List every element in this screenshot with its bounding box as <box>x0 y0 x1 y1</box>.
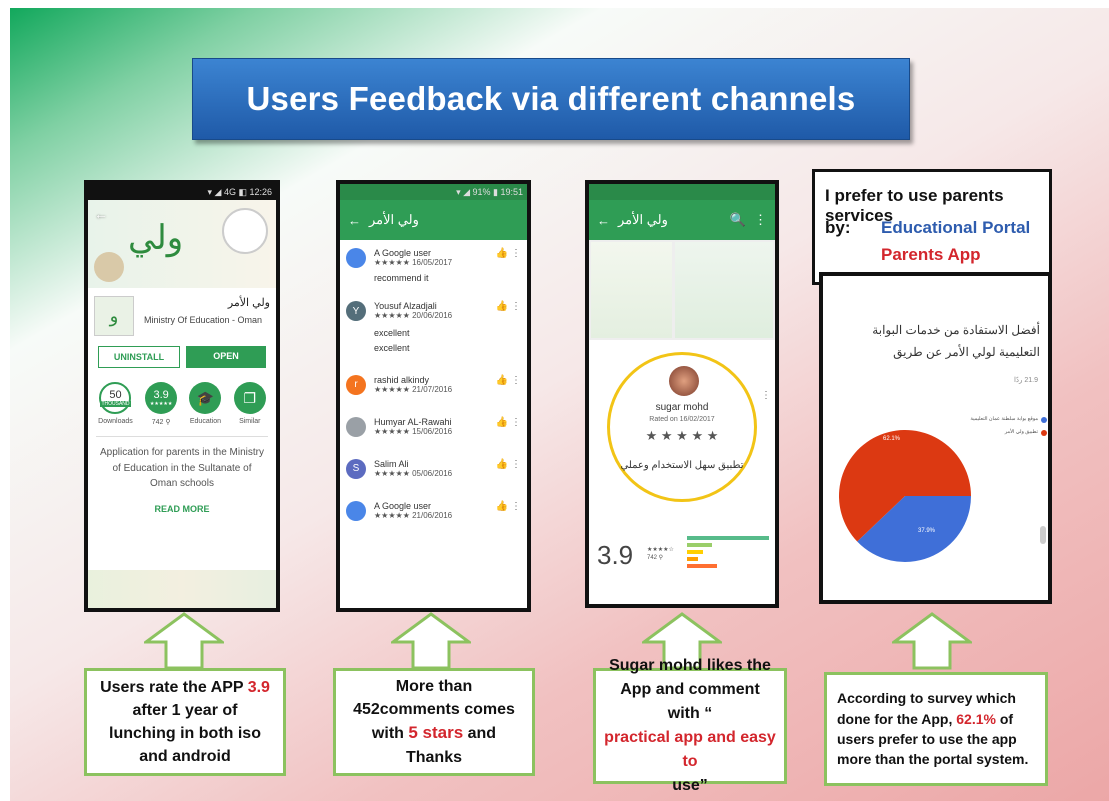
pie-slice-portal <box>857 496 971 562</box>
similar-icon: ❐ <box>233 382 266 414</box>
rating-bars <box>687 536 769 568</box>
reviewer-name: sugar mohd <box>655 402 709 413</box>
caption-review: Sugar mohd likes the App and comment wit… <box>593 657 787 794</box>
emblem-icon <box>222 208 268 254</box>
app-name: ولي الأمر <box>227 297 270 309</box>
more-icon[interactable]: ⋮ <box>754 212 767 227</box>
caption-survey: According to survey which done for the A… <box>824 672 1048 786</box>
avatar <box>346 416 366 437</box>
phone-screenshot-review-detail: ← ولي الأمر 🔍 ⋮ sugar mohd Rated on 16/0… <box>585 180 779 608</box>
scroll-handle[interactable] <box>1040 526 1046 544</box>
app-bar-title: ولي الأمر <box>369 212 419 227</box>
back-arrow-icon[interactable]: ← <box>597 212 610 228</box>
avatar: Y <box>346 301 366 321</box>
review-item: A Google user ★★★★★ 21/06/2016 👍 ⋮ <box>340 483 527 525</box>
phone-screenshot-reviews: ▾ ◢ 91% ▮ 19:51 ← ولي الأمر A Google use… <box>336 180 531 612</box>
logo-icon: ولي <box>128 218 184 258</box>
review-item: r rashid alkindy ★★★★★ 21/07/2016 👍 ⋮ <box>340 361 527 399</box>
status-bar <box>589 184 775 200</box>
callout-box: I prefer to use parents services by: Edu… <box>812 169 1052 285</box>
education-icon: 🎓 <box>189 382 222 414</box>
reviewer-avatar <box>669 366 699 396</box>
app-bar: ← ولي الأمر 🔍 ⋮ <box>589 200 775 240</box>
back-arrow-icon[interactable]: ← <box>94 206 108 222</box>
thumbs-up-icon[interactable]: 👍 ⋮ <box>495 500 521 512</box>
callout-option-app: Parents App <box>881 245 981 264</box>
survey-question: أفضل الاستفادة من خدمات البوابة التعليمي… <box>872 323 1040 359</box>
stat-downloads: 50 THOUSAND Downloads <box>98 382 133 426</box>
app-description: Application for parents in the Ministry … <box>100 447 264 489</box>
avatar <box>346 248 366 268</box>
downloads-value: 50 <box>109 389 122 401</box>
legend-swatch-blue <box>1041 417 1047 423</box>
caption-comments: More than 452comments comes with 5 stars… <box>333 668 535 776</box>
screenshot-gallery <box>589 240 775 340</box>
stat-rating: 3.9 ★★★★★ 742 ⚲ <box>145 382 178 426</box>
phone-screenshot-play-store: ▾ ◢ 4G ◧ 12:26 ← ولي و ولي الأمر Ministr… <box>84 180 280 612</box>
thumbs-up-icon[interactable]: 👍 ⋮ <box>495 248 521 259</box>
stat-education[interactable]: 🎓 Education <box>189 382 222 426</box>
avatar <box>346 500 366 521</box>
chart-legend: موقع بوابة سلطنة عمان التعليمية تطبيق ول… <box>963 416 1047 436</box>
avatar: r <box>346 374 366 395</box>
screenshot-strip <box>88 570 276 608</box>
review-item: S Salim Ali ★★★★★ 05/06/2016 👍 ⋮ <box>340 441 527 483</box>
open-button[interactable]: OPEN <box>186 346 266 368</box>
thumbs-up-icon[interactable]: 👍 ⋮ <box>495 301 521 312</box>
uninstall-button[interactable]: UNINSTALL <box>98 346 180 368</box>
review-comment: تطبيق سهل الاستخدام وعملي <box>620 460 744 471</box>
average-rating: 3.9 <box>597 540 634 570</box>
survey-pie-chart: 62.1% 37.9% <box>839 430 971 562</box>
developer-name[interactable]: Ministry Of Education - Oman <box>144 315 263 325</box>
legend-swatch-red <box>1041 430 1047 436</box>
callout-option-portal: Educational Portal <box>881 218 1031 237</box>
more-icon[interactable]: ⋮ <box>761 390 771 401</box>
review-item: Humyar AL-Rawahi ★★★★★ 15/06/2016 👍 ⋮ <box>340 399 527 441</box>
survey-responses: 21.9 ردًا <box>1013 377 1038 384</box>
review-list: A Google user ★★★★★ 16/05/2017 recommend… <box>340 240 527 525</box>
slice-label-blue: 37.9% <box>918 528 936 534</box>
rating-value: 3.9 <box>153 389 169 401</box>
thumbs-up-icon[interactable]: 👍 ⋮ <box>495 374 521 386</box>
status-bar: ▾ ◢ 4G ◧ 12:26 <box>88 184 276 200</box>
legend-label-app: تطبيق ولي الأمر <box>1004 429 1038 435</box>
thumbs-up-icon[interactable]: 👍 ⋮ <box>495 458 521 470</box>
legend-label-portal: موقع بوابة سلطنة عمان التعليمية <box>970 416 1038 422</box>
thumbs-up-icon[interactable]: 👍 ⋮ <box>495 416 521 428</box>
search-icon[interactable]: 🔍 <box>729 212 746 227</box>
rating-stars: ★★★★☆ <box>647 547 674 553</box>
app-banner: ← ولي <box>88 200 276 288</box>
up-arrow-icon <box>391 612 471 670</box>
stat-similar[interactable]: ❐ Similar <box>233 382 266 426</box>
slice-label-red: 62.1% <box>883 436 901 442</box>
callout-text: I prefer to use parents services <box>825 186 1004 225</box>
app-bar-title: ولي الأمر <box>618 212 668 227</box>
up-arrow-icon <box>144 612 224 670</box>
app-bar: ← ولي الأمر <box>340 200 527 240</box>
rated-date: Rated on 16/02/2017 <box>649 416 715 423</box>
review-stars: ★ ★ ★ ★ ★ <box>645 428 719 443</box>
up-arrow-icon <box>892 612 972 670</box>
avatar: S <box>346 458 366 479</box>
review-item: Y Yousuf Alzadjali ★★★★★ 20/06/2016 exce… <box>340 287 527 361</box>
phone-screenshot-survey: أفضل الاستفادة من خدمات البوابة التعليمي… <box>819 272 1052 604</box>
review-item: A Google user ★★★★★ 16/05/2017 recommend… <box>340 240 527 287</box>
callout-by: by: <box>825 218 851 237</box>
rating-count: 742 ⚲ <box>647 555 664 561</box>
status-bar: ▾ ◢ 91% ▮ 19:51 <box>340 184 527 200</box>
app-icon: و <box>94 296 134 336</box>
read-more-link[interactable]: READ MORE <box>154 503 210 514</box>
back-arrow-icon[interactable]: ← <box>348 212 361 228</box>
page-title: Users Feedback via different channels <box>192 58 910 140</box>
pie-slice-app <box>839 430 971 542</box>
portraits-icon <box>94 252 124 282</box>
